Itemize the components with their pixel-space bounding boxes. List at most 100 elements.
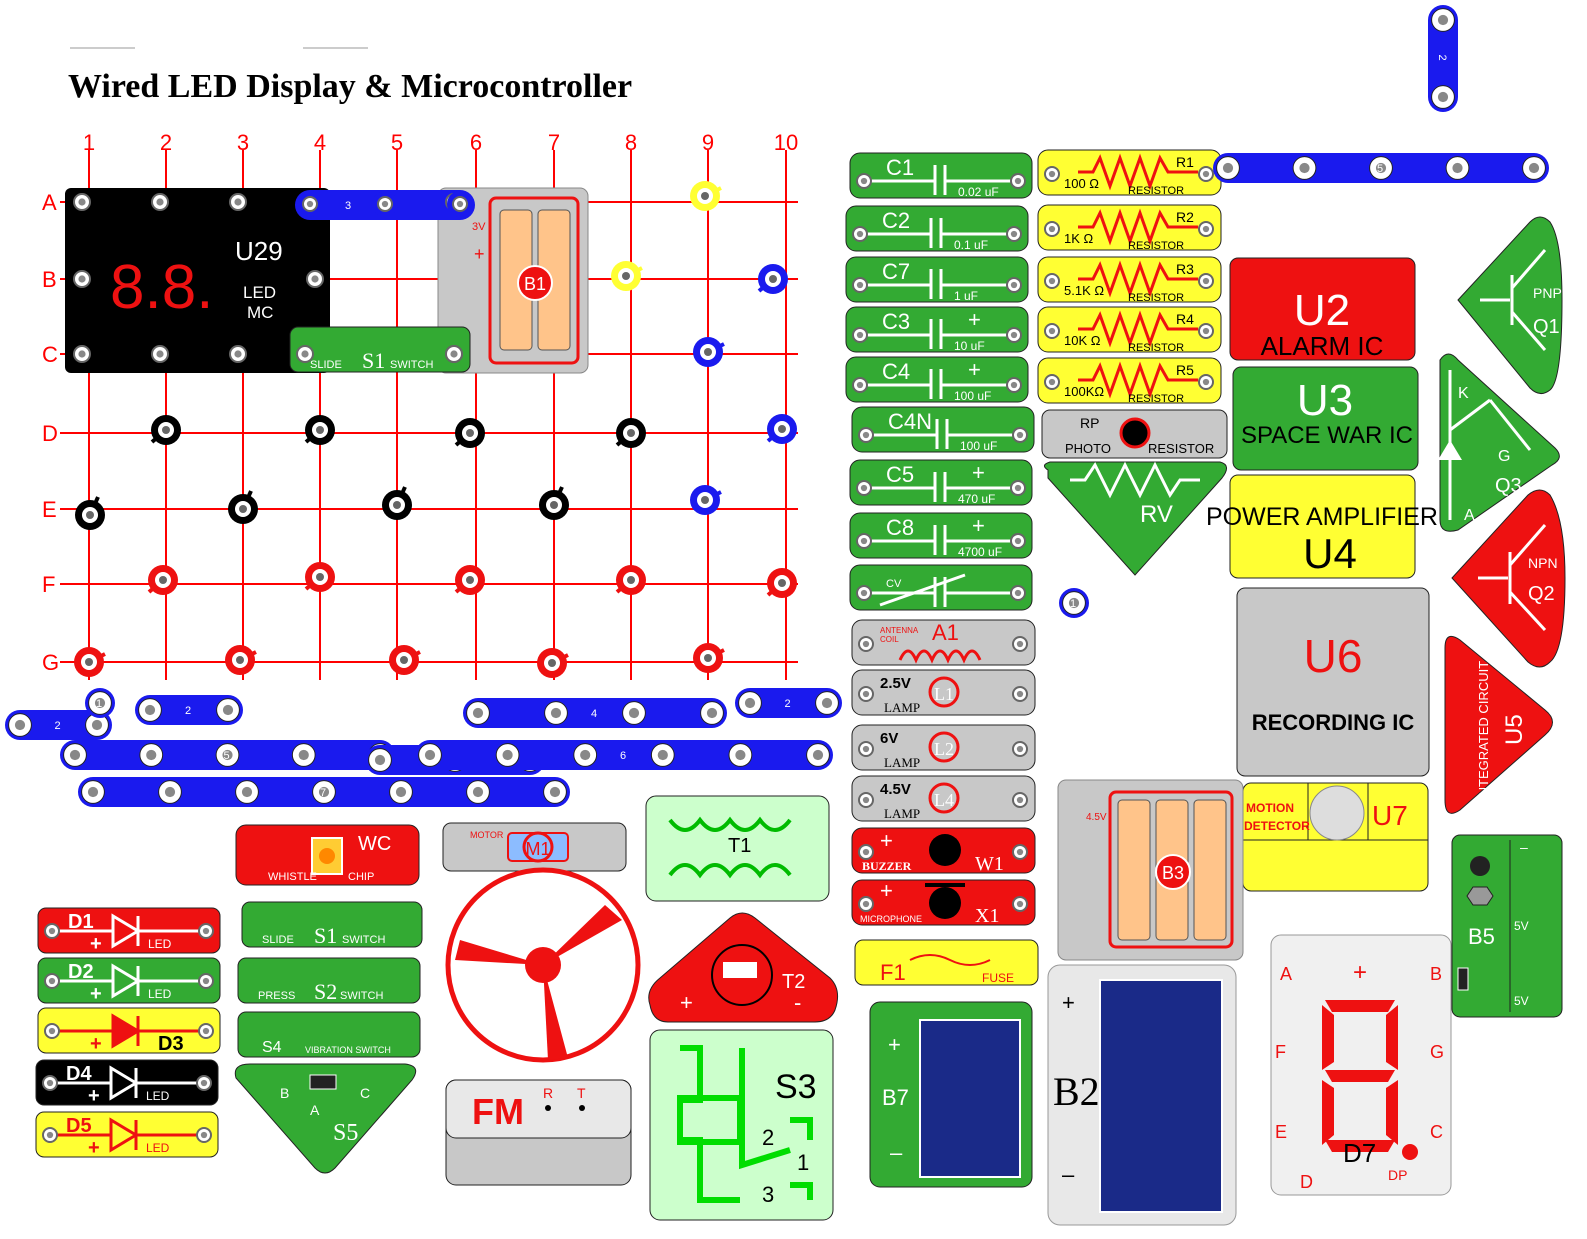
peg-spacer[interactable] [615,565,646,595]
slide-switch-s1-board[interactable]: SLIDE S1 SWITCH [289,326,471,373]
peg-spacer[interactable] [304,415,335,445]
b5-battery[interactable]: B5 – 5V 5V [1451,834,1563,1018]
peg-spacer[interactable] [766,568,797,598]
c7-capacitor[interactable]: C71 uF [845,256,1029,303]
t2-minus: - [794,990,801,1015]
peg-spacer[interactable] [766,414,797,444]
wire-1b[interactable]: 1 [85,688,115,718]
d5-led[interactable]: D5+LED [35,1111,219,1159]
snap-center [1016,796,1024,804]
d7-seven-segment[interactable]: + A B F G E C D D7 DP [1270,934,1452,1196]
wire-2b[interactable]: 2 [135,695,243,725]
wire-4[interactable]: 4 [463,698,727,728]
peg-spacer[interactable] [454,418,485,448]
press-switch-s2[interactable]: PRESS S2 SWITCH [237,957,421,1004]
peg-spacer[interactable] [454,565,485,595]
b3-battery[interactable]: B3 4.5V [1057,779,1244,961]
d3-led[interactable]: D3+ [37,1007,221,1055]
peg-spacer[interactable] [147,565,178,595]
c2-capacitor[interactable]: C20.1 uF [845,205,1029,252]
peg-spacer[interactable] [693,337,725,367]
u4-power-amplifier[interactable]: POWER AMPLIFIER U4 [1206,474,1438,579]
u5-integrated-circuit[interactable]: INTEGRATED CIRCUIT U5 [1444,635,1553,814]
u29-led-mc[interactable]: 8.8. U29 LED MC [65,188,330,373]
page-title: Wired LED Display & Microcontroller [68,68,633,105]
peg-spacer[interactable] [690,181,722,211]
wire-top2[interactable]: 2 [1428,5,1458,112]
m1-motor[interactable]: M1 MOTOR [442,822,627,872]
wc-whistle-chip[interactable]: WC WHISTLE CHIP [235,824,420,886]
fm-module[interactable]: FM R T [445,1079,632,1186]
rv-variable-resistor[interactable]: RV [1044,461,1227,576]
b1-battery[interactable]: 3V + B1 [437,187,589,374]
wire-7[interactable]: 7 [78,777,570,807]
snap-center [78,275,86,283]
wire-2a[interactable]: 2 [5,710,112,740]
peg-spacer[interactable] [225,645,257,675]
wire-5[interactable]: 5 [60,740,395,770]
wire-5top[interactable]: 5 [1213,153,1549,183]
wire-1[interactable]: 1 [1059,588,1089,618]
f1-fuse[interactable]: F1 FUSE [854,939,1039,986]
t1-transformer[interactable]: T1 [645,795,830,902]
q3-scr[interactable]: K G A Q3 [1438,353,1560,532]
cv-capacitor[interactable]: CV [849,564,1033,611]
s3-relay[interactable]: S3 2 1 3 [649,1029,834,1221]
peg-spacer[interactable] [389,645,421,675]
rp-photo-resistor[interactable]: RP PHOTO RESISTOR [1041,409,1228,459]
parts-d1-plus: + [90,933,102,955]
slide-switch-s1[interactable]: SLIDE S1 SWITCH [241,901,423,948]
u2-alarm-ic[interactable]: U2 ALARM IC [1229,257,1416,361]
b7-solar-cell[interactable]: + B7 – [869,1001,1033,1188]
peg-spacer[interactable] [382,486,412,520]
q2-npn-transistor[interactable]: NPN Q2 [1451,489,1566,668]
wire-6[interactable]: 6 [415,740,833,770]
peg-spacer[interactable] [150,415,181,445]
u3-space-war-ic[interactable]: U3 SPACE WAR IC [1232,366,1419,471]
d4-led[interactable]: D4+LED [35,1059,219,1107]
s5-switch[interactable]: B C A S5 [234,1063,417,1174]
t2-module[interactable]: T2 + - [648,912,839,1023]
c1-capacitor[interactable]: C10.02 uF [849,152,1033,199]
peg-spacer[interactable] [757,264,788,294]
snap-center [860,589,868,597]
peg-spacer[interactable] [693,643,725,673]
d2-led[interactable]: D2+LED [37,957,221,1005]
u7-motion-detector[interactable]: MOTION DETECTOR U7 [1242,782,1429,892]
peg-spacer[interactable] [537,648,569,678]
peg-spacer[interactable] [74,647,106,677]
vibration-switch-s4[interactable]: S4 VIBRATION SWITCH [237,1011,421,1058]
b2-solar-cell[interactable]: + B2 – [1047,964,1237,1226]
u6-recording-ic[interactable]: U6 RECORDING IC [1236,587,1430,777]
peg-spacer[interactable] [615,418,646,448]
d7-e: E [1275,1122,1287,1142]
peg-spacer[interactable] [304,562,335,592]
rp-id: RP [1080,415,1099,431]
fan-blade[interactable] [445,867,641,1063]
wire-2c[interactable]: 2 [735,688,842,718]
peg-spacer[interactable] [75,496,105,530]
d1-led[interactable]: D1+LED [37,907,221,955]
peg-spacer[interactable] [539,486,569,520]
peg-spacer[interactable] [690,485,722,515]
snap-center [202,927,210,935]
peg-spacer[interactable] [611,261,643,291]
q1-pnp-transistor[interactable]: PNP Q1 [1457,216,1563,394]
peg-spacer[interactable] [228,490,258,524]
